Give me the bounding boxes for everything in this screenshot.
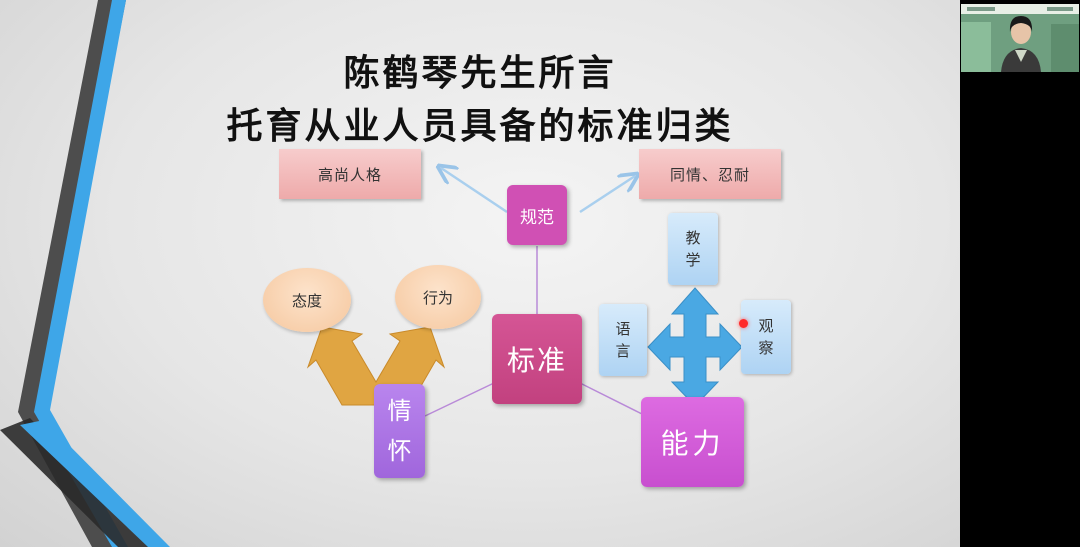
language-char-1: 语 bbox=[615, 320, 631, 338]
feeling-char-2: 怀 bbox=[387, 437, 412, 465]
arrow-to-sympathy bbox=[579, 176, 635, 214]
teaching-char-1: 教 bbox=[685, 229, 701, 247]
slide-title-line2: 托育从业人员具备的标准归类 bbox=[226, 105, 734, 147]
teaching-char-2: 学 bbox=[685, 251, 701, 269]
sympathy-patience-box: 同情、忍耐 bbox=[639, 149, 781, 199]
center-standard-box: 标准 bbox=[492, 314, 582, 404]
connector-ability bbox=[579, 382, 643, 415]
language-box: 语 言 bbox=[599, 304, 647, 376]
feeling-char-1: 情 bbox=[387, 397, 412, 425]
norm-box: 规范 bbox=[507, 185, 567, 245]
observation-box: 观 察 bbox=[741, 300, 791, 374]
ability-box: 能力 bbox=[641, 397, 744, 487]
connector-feeling bbox=[424, 382, 495, 417]
slide: 陈鹤琴先生所言 托育从业人员具备的标准归类 高尚人格 同情、忍耐 规范 标准 能… bbox=[0, 0, 960, 547]
language-char-2: 言 bbox=[615, 342, 631, 360]
blue-four-way-arrow bbox=[647, 287, 743, 407]
arrow-to-personality bbox=[441, 168, 508, 214]
speaker-video-thumbnail[interactable] bbox=[961, 4, 1079, 72]
observation-char-1: 观 bbox=[758, 317, 774, 335]
attitude-oval: 态度 bbox=[263, 268, 351, 332]
feeling-box: 情 怀 bbox=[374, 384, 425, 478]
teaching-box: 教 学 bbox=[668, 213, 718, 285]
slide-decoration bbox=[0, 0, 170, 547]
laser-pointer-dot bbox=[739, 319, 748, 328]
behavior-oval: 行为 bbox=[395, 265, 481, 329]
slide-title-line1: 陈鹤琴先生所言 bbox=[343, 52, 617, 94]
personality-box: 高尚人格 bbox=[279, 149, 421, 199]
diagram-connectors bbox=[306, 0, 743, 417]
observation-char-2: 察 bbox=[758, 339, 774, 357]
speaker-avatar bbox=[961, 4, 1079, 72]
